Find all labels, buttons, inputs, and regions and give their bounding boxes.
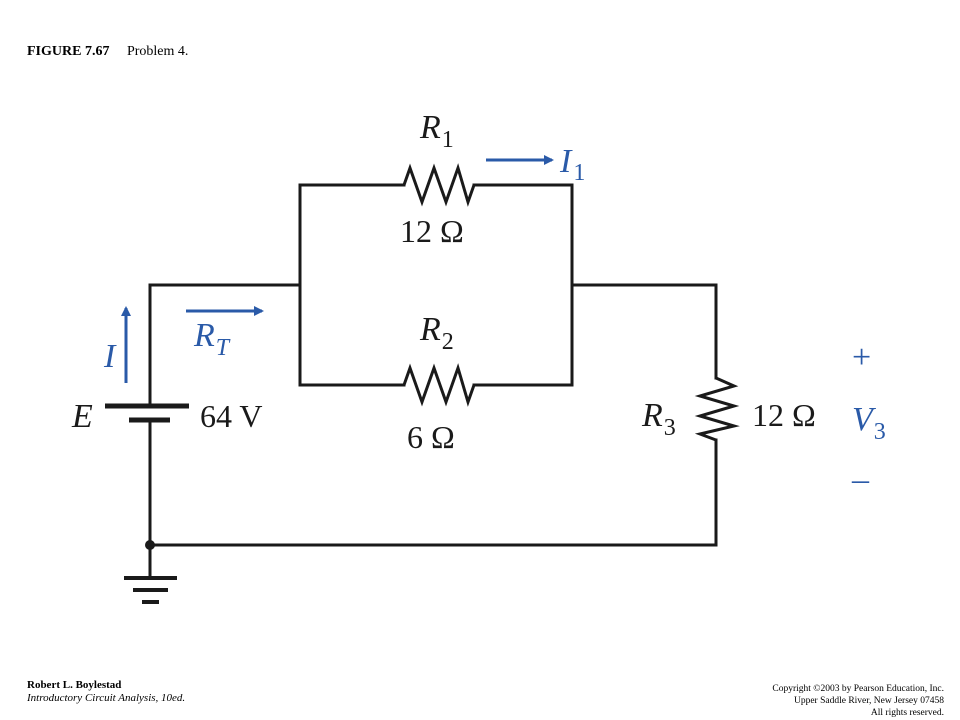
footer-book: Introductory Circuit Analysis, 10ed. xyxy=(27,692,186,704)
label-rt: RT xyxy=(193,317,231,361)
battery-symbol xyxy=(105,403,189,423)
footer-address: Upper Saddle River, New Jersey 07458 xyxy=(793,696,944,706)
value-r3: 12 Ω xyxy=(752,397,816,433)
label-r2: R2 xyxy=(419,311,454,355)
footer-copyright: Copyright ©2003 by Pearson Education, In… xyxy=(772,683,944,719)
footer-copyright-line: Copyright ©2003 by Pearson Education, In… xyxy=(772,684,944,694)
label-i1: I1 xyxy=(559,143,585,186)
label-e: E xyxy=(71,398,93,435)
figure-caption: FIGURE 7.67 Problem 4. xyxy=(27,44,188,60)
value-e: 64 V xyxy=(200,398,263,434)
resistor-r2 xyxy=(402,363,476,407)
footer-attribution: Robert L. Boylestad Introductory Circuit… xyxy=(27,679,185,705)
value-r2: 6 Ω xyxy=(407,419,455,455)
value-r1: 12 Ω xyxy=(400,213,464,249)
junction-dot xyxy=(145,540,155,550)
ground-icon xyxy=(124,576,177,604)
figure-title: Problem 4. xyxy=(126,44,189,59)
label-r3: R3 xyxy=(641,397,676,441)
resistor-r3 xyxy=(694,376,740,442)
footer-author: Robert L. Boylestad xyxy=(27,679,122,691)
wire-right-top xyxy=(570,283,718,380)
wire-left-bottom xyxy=(148,418,718,547)
footer-rights: All rights reserved. xyxy=(870,708,944,718)
wires xyxy=(148,183,718,580)
figure-number: FIGURE 7.67 xyxy=(27,44,110,59)
label-r1: R1 xyxy=(419,109,454,153)
label-v3-plus: + xyxy=(852,339,871,376)
label-v3: V3 xyxy=(852,401,886,445)
resistor-r1 xyxy=(402,163,476,207)
label-i: I xyxy=(103,338,117,375)
wire-left-top xyxy=(148,283,302,407)
label-v3-minus: – xyxy=(851,461,870,498)
